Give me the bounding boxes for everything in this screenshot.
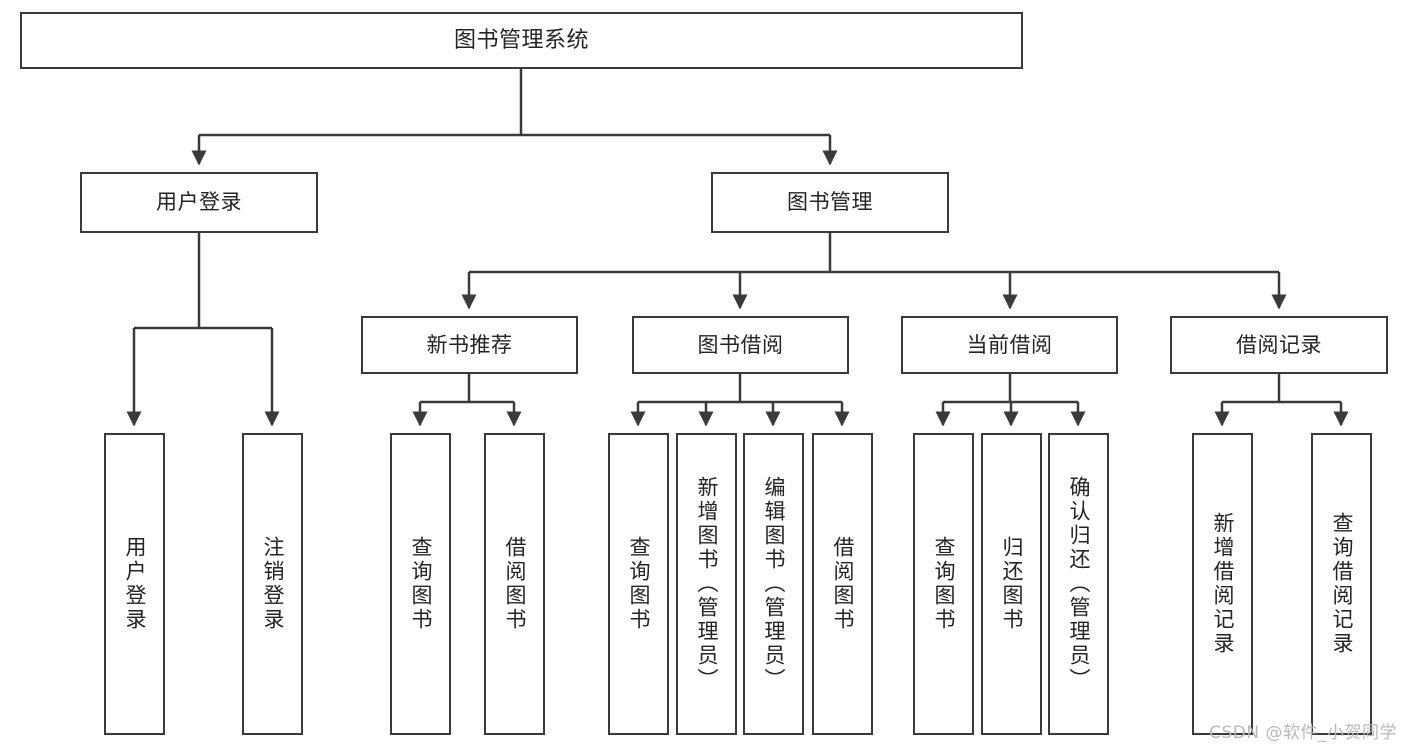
leaf-recommend-borrow-book[interactable]: 借阅图书 — [484, 433, 545, 735]
node-label: 借阅记录 — [1236, 332, 1322, 357]
node-label: 借阅图书 — [831, 536, 855, 632]
leaf-current-return-book[interactable]: 归还图书 — [981, 433, 1042, 735]
node-label: 借阅图书 — [503, 536, 527, 632]
node-label: 注销登录 — [261, 536, 285, 632]
node-new-book-recommend[interactable]: 新书推荐 — [361, 316, 578, 374]
node-book-management[interactable]: 图书管理 — [711, 172, 949, 233]
leaf-borrow-query-book[interactable]: 查询图书 — [608, 433, 669, 735]
node-label: 查询图书 — [932, 536, 956, 632]
node-label: 新增借阅记录 — [1211, 512, 1235, 656]
leaf-current-query-book[interactable]: 查询图书 — [913, 433, 974, 735]
leaf-user-login-login[interactable]: 用户登录 — [104, 433, 165, 735]
node-label: 查询图书 — [409, 536, 433, 632]
watermark-text: CSDN @软件_小贺同学 — [1209, 723, 1397, 743]
node-label: 归还图书 — [1000, 536, 1024, 632]
node-label: 新书推荐 — [426, 332, 513, 357]
leaf-record-add-record[interactable]: 新增借阅记录 — [1192, 433, 1253, 735]
node-label: 用户登录 — [123, 536, 147, 632]
node-current-borrow[interactable]: 当前借阅 — [901, 316, 1118, 374]
leaf-borrow-edit-book-admin[interactable]: 编辑图书︵管理员︶ — [743, 433, 804, 735]
leaf-user-login-logout[interactable]: 注销登录 — [242, 433, 303, 735]
leaf-borrow-add-book-admin[interactable]: 新增图书︵管理员︶ — [676, 433, 737, 735]
node-label: 当前借阅 — [966, 332, 1053, 357]
node-label: 查询借阅记录 — [1330, 512, 1354, 656]
leaf-borrow-borrow-book[interactable]: 借阅图书 — [812, 433, 873, 735]
leaf-current-confirm-return-admin[interactable]: 确认归还︵管理员︶ — [1048, 433, 1109, 735]
node-label: 新增图书︵管理员︶ — [695, 476, 719, 692]
node-label: 用户登录 — [156, 190, 242, 215]
leaf-recommend-query-book[interactable]: 查询图书 — [390, 433, 451, 735]
leaf-record-query-record[interactable]: 查询借阅记录 — [1311, 433, 1372, 735]
node-label: 图书借阅 — [697, 332, 784, 357]
node-label: 图书管理 — [787, 190, 873, 215]
node-label: 编辑图书︵管理员︶ — [762, 476, 786, 692]
node-user-login[interactable]: 用户登录 — [80, 172, 318, 233]
node-book-borrow[interactable]: 图书借阅 — [632, 316, 849, 374]
node-label: 查询图书 — [627, 536, 651, 632]
node-label: 图书管理系统 — [453, 27, 589, 53]
node-label: 确认归还︵管理员︶ — [1067, 476, 1091, 692]
node-borrow-record[interactable]: 借阅记录 — [1170, 316, 1388, 374]
node-root-system[interactable]: 图书管理系统 — [20, 12, 1023, 69]
